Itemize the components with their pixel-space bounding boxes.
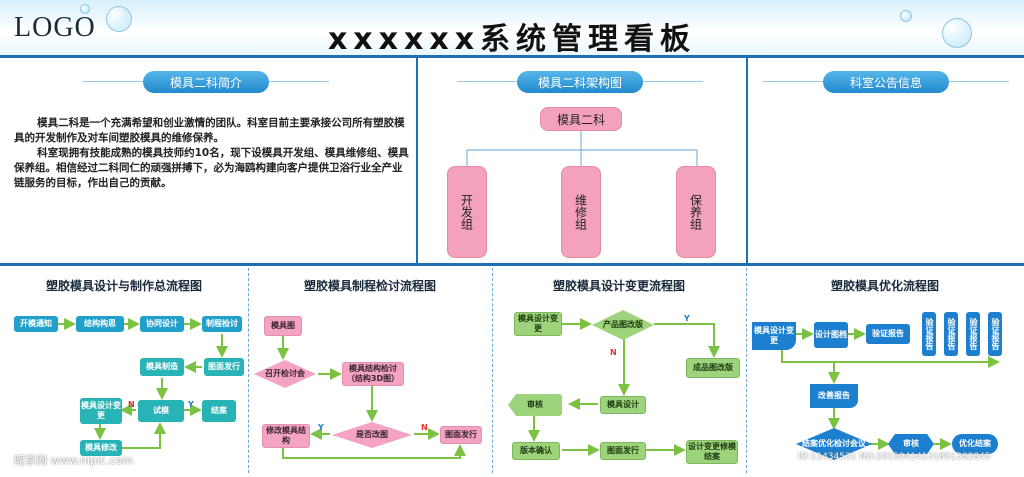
flow4-verify-tag: 验证报告 [966, 312, 980, 356]
flow2-node: 模具结构检讨（结构3D图） [342, 362, 404, 386]
intro-paragraph: 科室现拥有技能成熟的模具技师约10名，现下设模具开发组、模具维修组、模具保养组。… [14, 147, 409, 189]
bottom-column-divider [248, 268, 249, 473]
flow-yes-label: Y [188, 400, 194, 409]
flow2-decision-label: 召开检讨会 [265, 369, 305, 378]
flow4-verify-tag: 验证报告 [988, 312, 1002, 356]
flow1-node: 制程检讨 [202, 316, 242, 332]
bottom-column-divider [492, 268, 493, 473]
flow4-node: 设计图档 [814, 322, 848, 348]
bubble-decoration [942, 18, 972, 48]
org-child-label: 维修组 [573, 194, 588, 230]
flow4-title: 塑胶模具优化流程图 [830, 279, 939, 293]
flow4-node: 验证报告 [866, 324, 910, 344]
flow4-node: 改善报告 [810, 384, 858, 408]
logo: LOGO [14, 12, 96, 43]
flow1-node: 模具设计变更 [80, 398, 122, 424]
flow4-decision-label: 审核 [903, 439, 919, 448]
flow3-node: 版本确认 [512, 442, 560, 460]
flow3-decision-label: 审核 [527, 400, 543, 409]
flow-no-label: N [610, 348, 617, 357]
page-title: xxxxxx系统管理看板 [327, 22, 697, 57]
flow3-node: 模具设计 [600, 396, 646, 414]
flow3-decision-label: 产品图改版 [603, 320, 643, 329]
bottom-column-divider [746, 268, 747, 473]
top-column-divider [416, 56, 418, 264]
flow2-node: 模具图 [264, 316, 302, 336]
flow3-node: 成品图改版 [686, 358, 740, 378]
flow4-verify-label: 验证报告 [947, 318, 956, 350]
flow4-verify-tag: 验证报告 [922, 312, 936, 356]
flow1-node: 模具修改 [80, 440, 122, 456]
flow2-title: 塑胶模具制程检讨流程图 [303, 279, 436, 293]
flow1-node: 模具制造 [140, 358, 184, 376]
intro-panel-title: 模具二科简介 [83, 71, 329, 93]
org-root-node: 模具二科 [540, 107, 622, 131]
flow2-node: 修改模具结构 [262, 424, 310, 448]
bubble-decoration [80, 4, 90, 14]
flow-no-label: N [421, 423, 428, 432]
top-divider [0, 55, 1024, 58]
intro-paragraph: 模具二科是一个充满希望和创业激情的团队。科室目前主要承接公司所有塑胶模具的开发制… [14, 117, 405, 144]
bubble-decoration [106, 6, 132, 32]
bubble-decoration [900, 10, 912, 22]
flow4-verify-label: 验证报告 [969, 318, 978, 350]
flow3-node: 模具设计变更 [514, 312, 562, 336]
flow1-node: 图面发行 [204, 358, 244, 376]
flow1-node: 结案 [202, 400, 236, 422]
flow2-node: 图面发行 [440, 426, 482, 444]
flow3-title: 塑胶模具设计变更流程图 [552, 279, 685, 293]
flow4-decision-label: 结案优化检讨会议 [802, 439, 866, 448]
flow-yes-label: Y [318, 423, 324, 432]
org-child-node: 保养组 [676, 166, 716, 258]
org-child-label: 保养组 [688, 194, 703, 230]
flow1-node: 协同设计 [140, 316, 184, 332]
flow1-node: 结构构思 [76, 316, 124, 332]
org-child-node: 开发组 [447, 166, 487, 258]
notice-panel-title: 科室公告信息 [763, 71, 1009, 93]
flow4-node: 模具设计变更 [752, 322, 796, 350]
header-banner: LOGO xxxxxx系统管理看板 [0, 0, 1024, 58]
flow1-node: 试模 [138, 400, 184, 422]
flow1-title: 塑胶模具设计与制作总流程图 [45, 279, 202, 293]
intro-text: 模具二科是一个充满希望和创业激情的团队。科室目前主要承接公司所有塑胶模具的开发制… [14, 116, 409, 191]
flow4-verify-label: 验证报告 [925, 318, 934, 350]
flow4-verify-label: 验证报告 [991, 318, 1000, 350]
flow4-node: 优化结案 [952, 434, 998, 454]
org-child-label: 开发组 [459, 194, 474, 230]
flow2-decision-label: 是否改图 [356, 430, 388, 439]
watermark-id: ID:11434531 NO:20150414131851382845 [798, 452, 991, 462]
flow3-node: 图面发行 [600, 442, 646, 460]
flow-yes-label: Y [684, 314, 690, 323]
org-child-node: 维修组 [561, 166, 601, 258]
flow3-decision: 审核 [508, 394, 562, 416]
flow4-decision: 审核 [888, 434, 934, 454]
org-panel-title: 模具二科架构图 [457, 71, 703, 93]
top-column-divider [746, 56, 748, 264]
flow3-node: 设计变更修模结案 [686, 440, 738, 464]
flow4-verify-tag: 验证报告 [944, 312, 958, 356]
middle-divider [0, 263, 1024, 266]
flow-no-label: N [128, 400, 135, 409]
flow1-node: 开模通知 [14, 316, 58, 332]
watermark-site: 昵享网 www.nipic.com [14, 454, 134, 467]
